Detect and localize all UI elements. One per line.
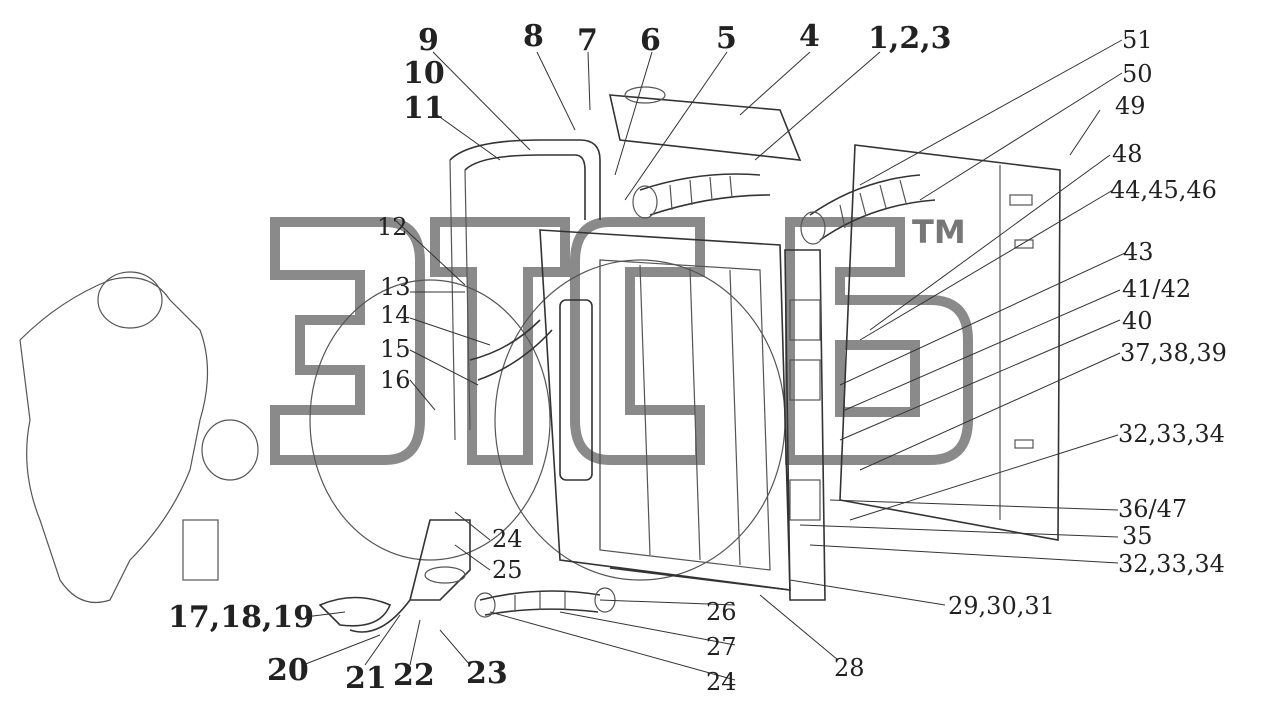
callout-6: 6 — [640, 23, 661, 58]
lower-elbow — [424, 566, 466, 584]
callout-35: 35 — [1122, 522, 1153, 550]
fan-shroud-outer — [309, 279, 551, 561]
callout-22: 22 — [393, 658, 435, 693]
callout-41-42: 41/42 — [1122, 275, 1191, 303]
callout-12: 12 — [377, 213, 408, 241]
callout-20: 20 — [267, 653, 309, 688]
charge-air-cooler — [839, 144, 1061, 541]
callout-36-47: 36/47 — [1118, 495, 1187, 523]
callout-40: 40 — [1122, 307, 1153, 335]
assembly-drawing — [19, 86, 1061, 633]
callout-4: 4 — [799, 19, 820, 54]
callout-43: 43 — [1123, 238, 1154, 266]
upper-hose-right — [800, 174, 936, 245]
callout-17-18-19: 17,18,19 — [168, 600, 314, 635]
callout-13: 13 — [380, 273, 411, 301]
callout-10: 10 — [403, 56, 445, 91]
callout-49: 49 — [1115, 92, 1146, 120]
expansion-tank — [608, 94, 802, 161]
engine-block — [19, 276, 209, 604]
lower-pipe — [408, 519, 471, 601]
callout-labels: 9 8 7 6 5 4 1,2,3 10 11 12 13 14 15 16 5… — [168, 19, 1227, 696]
callout-37-38-39: 37,38,39 — [1120, 339, 1227, 367]
callout-27: 27 — [706, 633, 737, 661]
callout-25: 25 — [492, 556, 523, 584]
callout-24-upper: 24 — [492, 525, 523, 553]
callout-32-33-34-lower: 32,33,34 — [1118, 550, 1225, 578]
upper-hose-left — [632, 173, 771, 219]
fan-shroud — [494, 259, 786, 581]
callout-23: 23 — [466, 656, 508, 691]
callout-15: 15 — [380, 335, 411, 363]
callout-11: 11 — [403, 91, 445, 126]
callout-14: 14 — [380, 301, 411, 329]
upper-pipe — [449, 139, 601, 220]
callout-24-lower: 24 — [706, 668, 737, 696]
middle-hose — [469, 319, 541, 361]
engine-pulley — [201, 419, 259, 481]
callout-29-30-31: 29,30,31 — [948, 592, 1055, 620]
watermark-letter-1 — [270, 217, 425, 465]
callout-44-45-46: 44,45,46 — [1110, 176, 1217, 204]
callout-51: 51 — [1122, 26, 1153, 54]
callout-32-33-34-upper: 32,33,34 — [1118, 420, 1225, 448]
callout-28: 28 — [834, 654, 865, 682]
clamp-ring — [318, 596, 392, 627]
turbo-housing — [97, 271, 163, 329]
callout-8: 8 — [523, 19, 544, 54]
callout-21: 21 — [345, 661, 387, 696]
leader-lines — [302, 39, 1126, 681]
left-tank — [559, 299, 593, 481]
callout-26: 26 — [706, 598, 737, 626]
callout-16: 16 — [380, 366, 411, 394]
callout-5: 5 — [716, 21, 737, 56]
callout-48: 48 — [1112, 140, 1143, 168]
callout-1-2-3: 1,2,3 — [868, 21, 952, 56]
watermark-letter-3 — [570, 217, 705, 465]
callout-7: 7 — [577, 23, 598, 58]
lower-hose — [474, 587, 616, 618]
engine-outlet — [182, 519, 219, 581]
callout-50: 50 — [1122, 60, 1153, 88]
watermark-letter-4 — [785, 217, 973, 465]
side-bracket — [784, 249, 826, 601]
watermark-tm: TM — [912, 213, 966, 251]
callout-9: 9 — [418, 23, 439, 58]
watermark: TM — [270, 213, 973, 465]
watermark-letter-2 — [430, 217, 570, 465]
